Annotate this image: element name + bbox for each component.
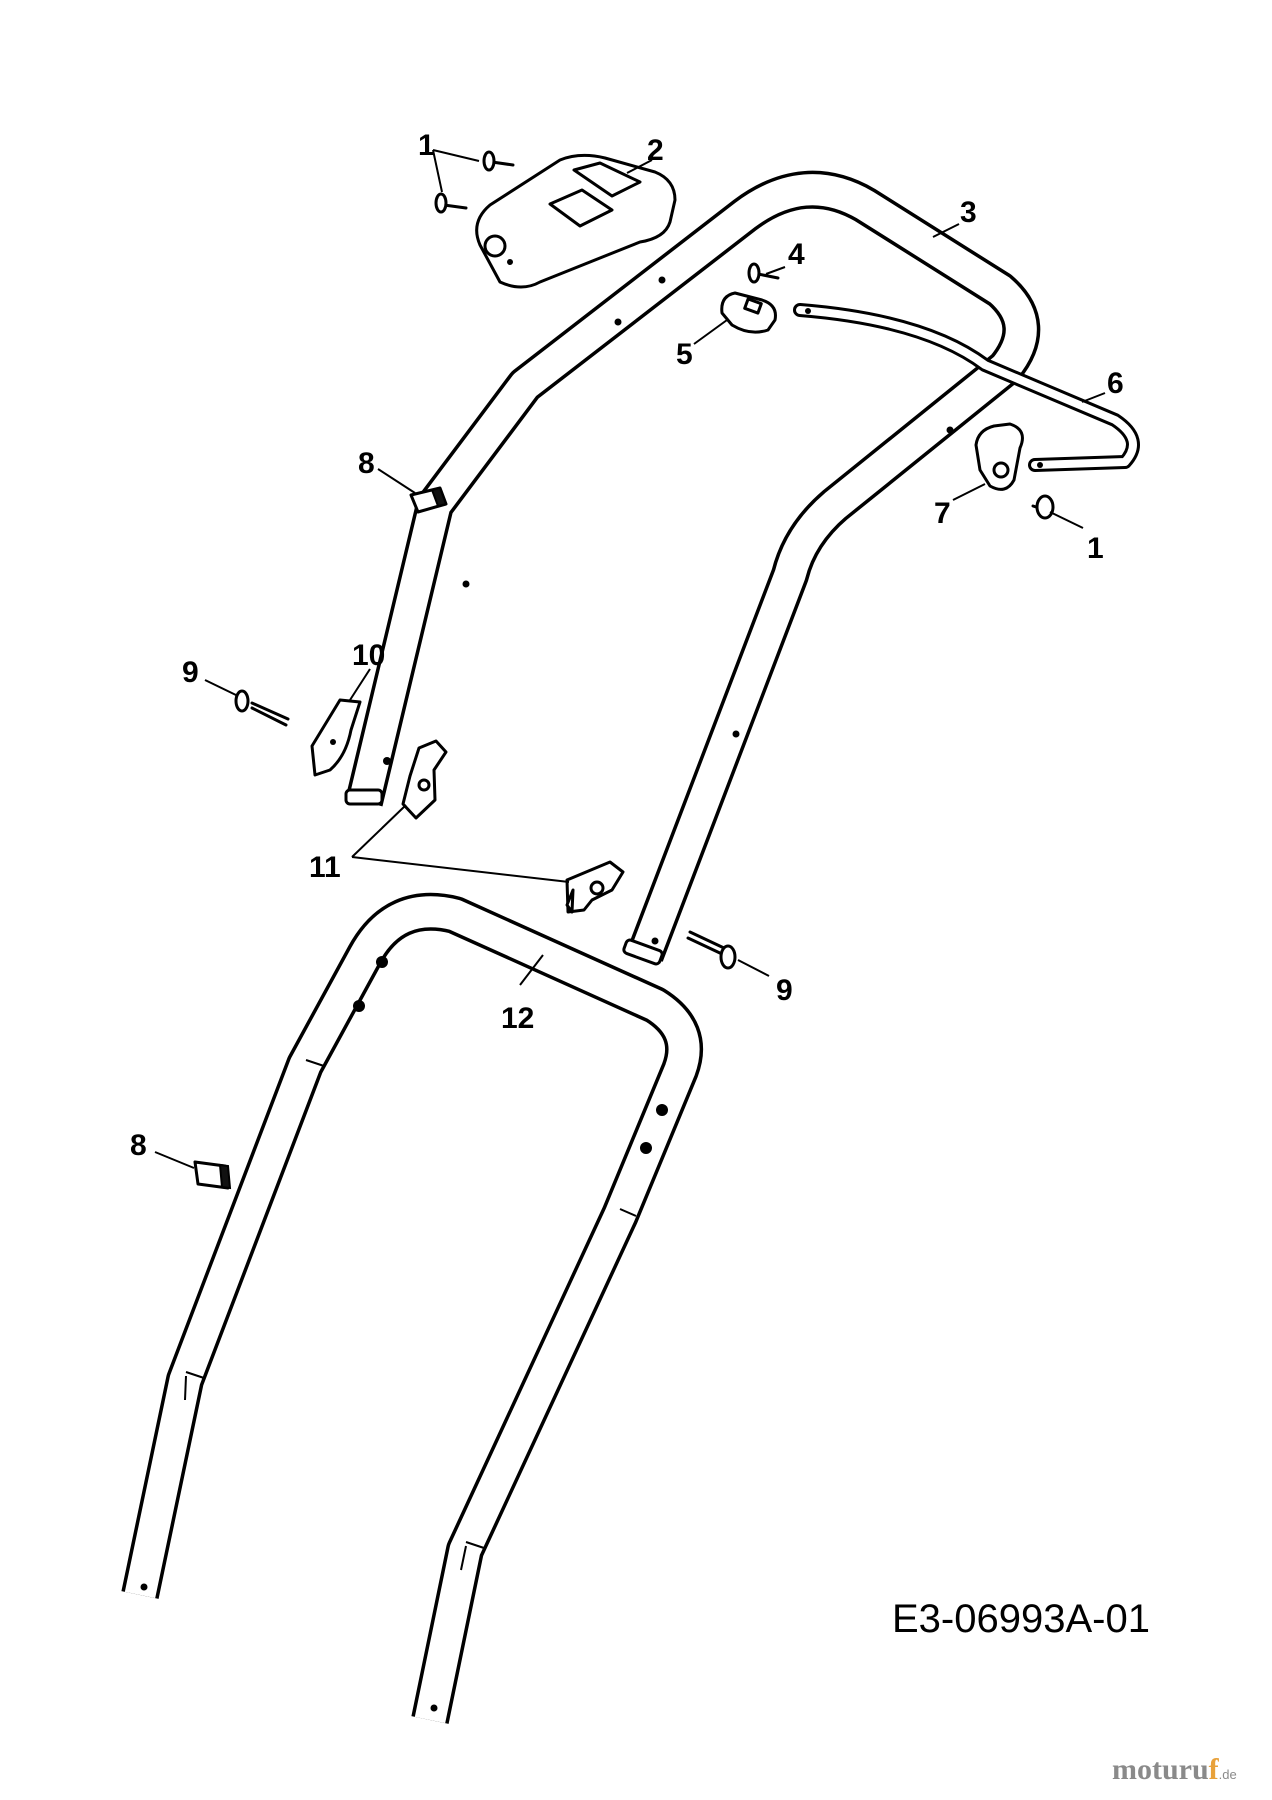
bolt-right xyxy=(686,930,737,970)
upper-handle-tube-end-left xyxy=(344,788,384,806)
upper-handle-tube-end-right xyxy=(622,938,664,966)
callout-8-lower: 8 xyxy=(130,1129,147,1162)
cable-clamp xyxy=(720,291,777,334)
screw-part-4 xyxy=(747,262,780,284)
callout-1-lower: 1 xyxy=(1087,532,1104,565)
drawing-code: E3-06993A-01 xyxy=(892,1597,1150,1641)
screws-upper xyxy=(434,150,515,214)
callout-labels: 1 2 3 4 5 6 7 1 8 9 10 11 9 12 8 xyxy=(130,129,1124,1162)
end-plug-lower xyxy=(193,1160,232,1190)
control-cable xyxy=(793,303,1140,472)
svg-text:moturuf.de: moturuf.de xyxy=(1112,1753,1237,1786)
callout-12: 12 xyxy=(501,1002,534,1035)
callout-4: 4 xyxy=(788,238,805,271)
handle-bracket xyxy=(310,698,362,777)
upper-handle xyxy=(344,170,1041,966)
end-plug-upper xyxy=(409,486,448,514)
wing-knob-lower xyxy=(565,860,625,914)
watermark-accent: f xyxy=(1209,1753,1220,1786)
bolt-left xyxy=(234,689,290,727)
watermark-tld: .de xyxy=(1219,1767,1237,1782)
callout-11: 11 xyxy=(309,851,341,884)
callout-10: 10 xyxy=(352,639,385,672)
watermark-logo: moturuf.de xyxy=(1112,1753,1237,1786)
leader-lines xyxy=(154,149,1106,1169)
callout-7: 7 xyxy=(934,497,951,530)
callout-3: 3 xyxy=(960,196,977,229)
callout-2: 2 xyxy=(647,134,664,167)
callout-8-upper: 8 xyxy=(358,447,375,480)
watermark-name: moturu xyxy=(1112,1753,1209,1786)
callout-5: 5 xyxy=(676,338,693,371)
callout-9-left: 9 xyxy=(182,656,199,689)
screw-lower-right xyxy=(1031,494,1055,520)
callout-9-right: 9 xyxy=(776,974,793,1007)
callout-6: 6 xyxy=(1107,367,1124,400)
lower-handle xyxy=(121,892,704,1724)
callout-1-upper: 1 xyxy=(418,129,435,162)
switch-cover xyxy=(475,153,677,289)
wing-knob-upper xyxy=(401,739,448,820)
cable-clip xyxy=(974,422,1024,491)
